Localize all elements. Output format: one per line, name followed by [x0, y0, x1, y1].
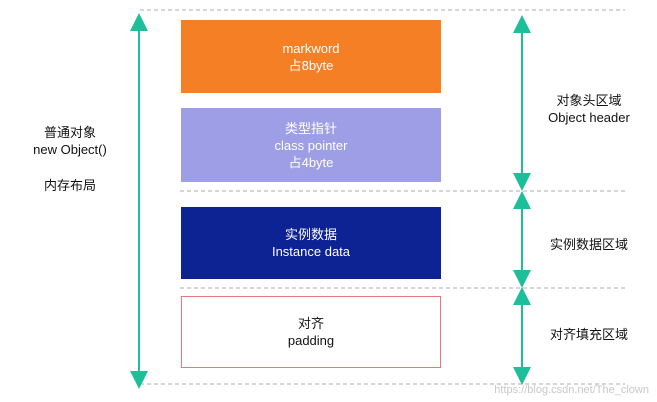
- object-layout-label-line1: 普通对象: [43, 125, 96, 140]
- padding-block: 对齐 padding: [181, 296, 441, 368]
- header-region-label-line1: 对象头区域: [556, 93, 622, 108]
- header-region-label: 对象头区域 Object header: [534, 92, 644, 126]
- class-pointer-block-line3: 占4byte: [288, 154, 334, 170]
- instance-region-label: 实例数据区域: [534, 236, 644, 253]
- class-pointer-block-line2: class pointer: [274, 137, 348, 153]
- watermark-text: https://blog.csdn.net/The_clown: [494, 384, 649, 396]
- instance-region-label-line1: 实例数据区域: [549, 237, 628, 252]
- instance-data-block-line2: Instance data: [271, 244, 351, 259]
- padding-region-label-line1: 对齐填充区域: [549, 327, 628, 342]
- padding-region-label: 对齐填充区域: [534, 326, 644, 343]
- padding-block-line2: padding: [287, 333, 335, 348]
- header-region-label-line2: Object header: [548, 110, 630, 125]
- markword-block-line1: markword: [282, 40, 340, 56]
- object-layout-label-line3: 内存布局: [43, 178, 96, 193]
- markword-block: markword 占8byte: [181, 20, 441, 93]
- instance-data-block-line1: 实例数据: [284, 227, 337, 242]
- class-pointer-block-line1: 类型指针: [284, 120, 337, 136]
- class-pointer-block: 类型指针 class pointer 占4byte: [181, 108, 441, 182]
- instance-data-block: 实例数据 Instance data: [181, 207, 441, 279]
- markword-block-line2: 占8byte: [288, 57, 334, 73]
- padding-block-line1: 对齐: [297, 316, 324, 331]
- object-layout-label-line2: new Object(): [33, 142, 107, 157]
- object-layout-label: 普通对象 new Object() 内存布局: [20, 124, 120, 194]
